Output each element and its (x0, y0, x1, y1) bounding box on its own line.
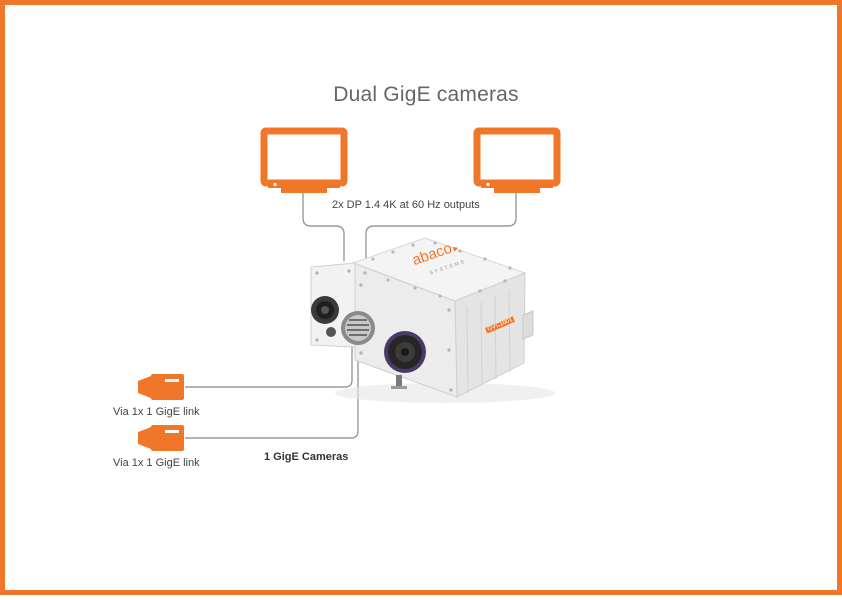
monitor-icon (260, 127, 348, 193)
video-camera-icon (138, 425, 184, 451)
diagram-title: Dual GigE cameras (333, 83, 519, 106)
display-output-label: 2x DP 1.4 4K at 60 Hz outputs (332, 199, 480, 211)
cameras-caption: 1 GigE Cameras (264, 451, 349, 463)
video-camera-icon (138, 374, 184, 400)
camera-bottom-connector (185, 335, 359, 439)
diagram-canvas (138, 127, 561, 451)
monitor-left-connector (302, 193, 345, 261)
connector-port (341, 311, 375, 345)
mission-computer-device (310, 237, 555, 403)
camera-link-label: Via 1x 1 GigE link (113, 457, 200, 469)
connector-port (326, 327, 336, 337)
camera-top-connector (185, 335, 353, 388)
camera-link-label: Via 1x 1 GigE link (113, 406, 200, 418)
connector-port (384, 331, 426, 373)
connector-lines (185, 193, 517, 439)
monitor-right-connector (365, 193, 517, 261)
connector-port (311, 296, 339, 324)
ground-stud (391, 375, 407, 389)
monitor-icon (473, 127, 561, 193)
